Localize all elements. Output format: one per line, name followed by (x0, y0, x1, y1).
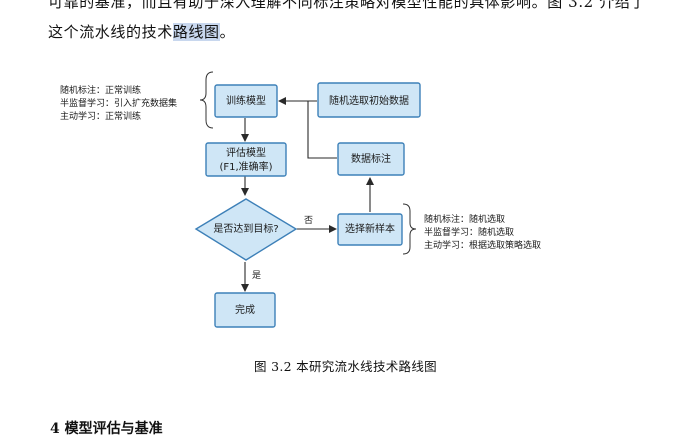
note-line: 主动学习：正常训练 (60, 110, 141, 122)
node-select-new-samples: 选择新样本 (337, 213, 403, 246)
node-goal-reached-decision: 是否达到目标? (194, 198, 298, 261)
brace-right (402, 203, 417, 255)
flowchart-diagram: 训练模型 随机选取初始数据 评估模型 (F1,准确率) 数据标注 是否达到目标?… (60, 71, 541, 328)
body-text: 。 (219, 23, 236, 41)
node-train-model: 训练模型 (214, 84, 278, 118)
node-label: (F1,准确率) (219, 160, 272, 173)
node-label: 完成 (235, 303, 255, 316)
node-label: 随机选取初始数据 (329, 94, 409, 107)
note-selection-strategies: 随机标注：随机选取 半监督学习：随机选取 主动学习：根据选取策略选取 (424, 213, 541, 251)
note-training-strategies: 随机标注：正常训练 半监督学习：引入扩充数据集 主动学习：正常训练 (60, 84, 177, 122)
node-label: 训练模型 (226, 94, 266, 107)
body-text-line: 这个流水线的技术路线图。 (48, 21, 235, 42)
body-text: 这个流水线的技术 (48, 23, 173, 41)
note-line: 半监督学习：随机选取 (424, 226, 514, 238)
note-line: 随机标注：正常训练 (60, 84, 141, 96)
edge-label-yes: 是 (252, 270, 261, 281)
note-line: 主动学习：根据选取策略选取 (424, 239, 541, 251)
section-heading: 4 模型评估与基准 (50, 421, 163, 437)
figure-caption: 图 3.2 本研究流水线技术路线图 (254, 359, 437, 374)
node-random-init-data: 随机选取初始数据 (317, 82, 421, 118)
node-label: 数据标注 (351, 152, 391, 165)
node-evaluate-model: 评估模型 (F1,准确率) (205, 142, 287, 177)
note-line: 半监督学习：引入扩充数据集 (60, 97, 177, 109)
node-label: 是否达到目标? (213, 223, 278, 235)
node-label: 评估模型 (226, 146, 266, 159)
node-label: 选择新样本 (345, 222, 395, 235)
node-done: 完成 (214, 292, 276, 328)
node-data-annotation: 数据标注 (337, 142, 405, 176)
body-text-line: 可靠的基准，而且有助于深入理解不同标注策略对模型性能的具体影响。图 3.2 介绍… (48, 0, 646, 11)
brace-left (199, 71, 214, 129)
edge-label-no: 否 (304, 215, 313, 226)
note-line: 随机标注：随机选取 (424, 213, 505, 225)
highlighted-text: 路线图 (172, 23, 220, 41)
